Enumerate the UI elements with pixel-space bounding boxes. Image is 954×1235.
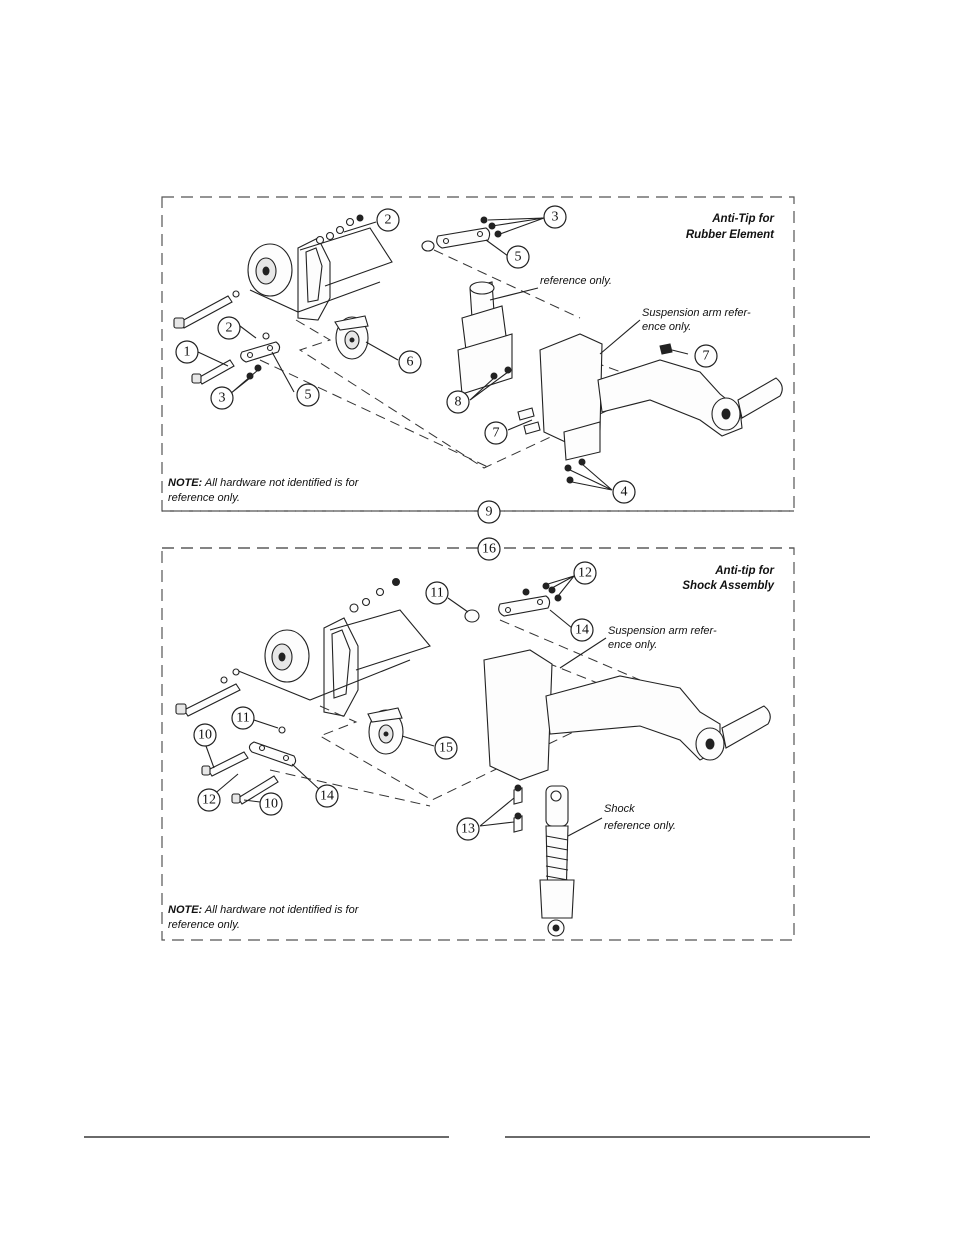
callout-balloon: 12	[197, 788, 221, 812]
top-small-wheel	[334, 315, 369, 360]
callout-number: 12	[578, 566, 592, 581]
top-note-line2: reference only.	[168, 492, 240, 504]
top-bracket-plate	[297, 237, 331, 321]
callout-number: 3	[219, 391, 226, 406]
divider-number: 16	[482, 542, 496, 557]
bottom-note-line2: reference only.	[168, 919, 240, 931]
callout-number: 11	[236, 711, 249, 726]
callout-balloon: 11	[231, 706, 255, 730]
bottom-shock-ref-line1: Shock	[604, 803, 635, 815]
top-title-line2: Rubber Element	[686, 229, 775, 241]
bottom-note-line1: NOTE: All hardware not identified is for	[168, 904, 360, 916]
callout-number: 13	[461, 822, 475, 837]
callout-number: 5	[515, 250, 522, 265]
callout-number: 7	[493, 426, 500, 441]
bottom-title-line2: Shock Assembly	[682, 580, 774, 592]
bottom-bolt-long	[175, 668, 241, 717]
bottom-note-rest: All hardware not identified is for	[202, 904, 359, 916]
callout-number: 10	[264, 797, 278, 812]
bottom-suspension-ref-line1: Suspension arm refer-	[608, 625, 717, 637]
bottom-bolt-10	[231, 775, 279, 805]
callout-balloon: 14	[570, 618, 594, 642]
top-anti-tip-wheel	[247, 243, 293, 297]
callout-balloon: 5	[506, 245, 530, 269]
callout-balloon: 10	[259, 792, 283, 816]
bottom-bracket-plate	[323, 617, 359, 717]
top-suspension-ref-line1: Suspension arm refer-	[642, 307, 751, 319]
callout-balloon: 7	[484, 421, 508, 445]
bottom-diagram: Suspension arm refer- ence only. Shock r…	[168, 561, 775, 937]
callout-balloon: 2	[376, 208, 400, 232]
bottom-shock-ref-line2: reference only.	[604, 820, 676, 832]
callout-number: 10	[198, 728, 212, 743]
bottom-bolts-13	[513, 784, 523, 833]
top-diagram: reference only. Suspension arm refer- en…	[168, 205, 783, 504]
callout-number: 5	[305, 388, 312, 403]
callout-balloon: 11	[425, 581, 449, 605]
top-bolt-long	[173, 290, 240, 329]
callout-number: 1	[184, 345, 191, 360]
bottom-suspension-arm	[483, 649, 771, 781]
callout-number: 3	[552, 210, 559, 225]
callout-number: 15	[439, 741, 453, 756]
callout-balloon: 12	[573, 561, 597, 585]
bottom-title-line1: Anti-tip for	[714, 565, 774, 577]
callout-number: 14	[320, 789, 334, 804]
bottom-note-bold: NOTE:	[168, 904, 203, 916]
bottom-suspension-ref-line2: ence only.	[608, 639, 657, 651]
bottom-shock-reference	[539, 785, 575, 937]
divider-number: 9	[486, 505, 493, 520]
callout-balloon: 15	[434, 736, 458, 760]
bottom-hardware-upper	[349, 578, 480, 623]
divider-balloon-16: 16	[477, 537, 501, 561]
callout-balloon: 13	[456, 817, 480, 841]
callout-balloon: 4	[612, 480, 636, 504]
top-hardware-upper	[315, 214, 435, 252]
callout-balloon: 1	[175, 340, 199, 364]
bottom-plate-14-lower	[248, 726, 297, 767]
top-note-bold: NOTE:	[168, 477, 203, 489]
top-note-line1: NOTE: All hardware not identified is for	[168, 477, 360, 489]
callout-balloon: 3	[210, 386, 234, 410]
callout-balloon: 10	[193, 723, 217, 747]
callout-balloon: 2	[217, 316, 241, 340]
top-title-line1: Anti-Tip for	[711, 213, 774, 225]
callout-balloon: 14	[315, 784, 339, 808]
callout-number: 8	[455, 395, 462, 410]
bottom-bolt-12	[201, 751, 249, 777]
callout-number: 14	[575, 623, 589, 638]
top-bolt-short	[191, 359, 235, 385]
callout-number: 12	[202, 793, 216, 808]
callout-balloon: 7	[694, 344, 718, 368]
callout-number: 11	[430, 586, 443, 601]
callout-number: 6	[407, 355, 414, 370]
top-note-rest: All hardware not identified is for	[202, 477, 359, 489]
callout-number: 2	[226, 321, 233, 336]
callout-balloon: 5	[296, 383, 320, 407]
divider-balloon-9: 9	[477, 500, 501, 524]
callout-number: 2	[385, 213, 392, 228]
callout-balloon: 8	[446, 390, 470, 414]
callout-balloon: 3	[543, 205, 567, 229]
top-reference-only-label: reference only.	[540, 275, 612, 287]
bottom-small-wheel	[367, 707, 404, 755]
callout-balloon: 6	[398, 350, 422, 374]
bottom-anti-tip-wheel	[264, 629, 310, 683]
callout-number: 4	[621, 485, 628, 500]
bottom-plate-14-upper	[498, 582, 562, 617]
top-suspension-arm	[517, 333, 783, 484]
callout-number: 7	[703, 349, 710, 364]
top-suspension-ref-line2: ence only.	[642, 321, 691, 333]
top-rubber-element-reference	[457, 281, 513, 395]
top-plate-5-lower	[240, 332, 281, 380]
